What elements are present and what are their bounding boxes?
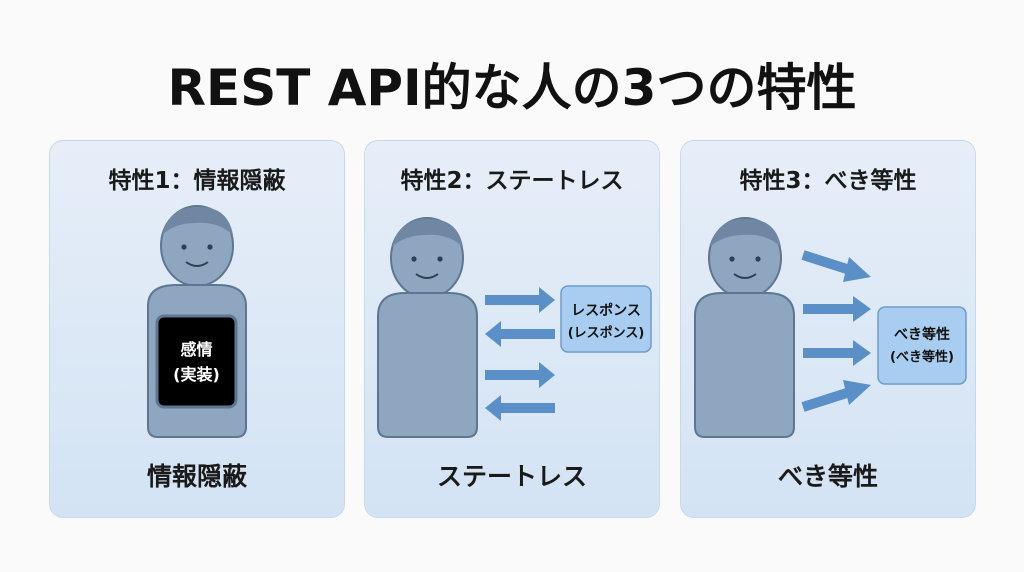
box-label-line1: レスポンス bbox=[571, 302, 641, 319]
box-label-line1: べき等性 bbox=[894, 326, 950, 343]
panel-caption: 情報隠蔽 bbox=[146, 462, 247, 491]
panel-idempotency: 特性3：べき等性 べき等性 (べき等性) べき等性 bbox=[680, 140, 976, 518]
box-label-line1: 感情 bbox=[180, 340, 212, 359]
left-arrow-icon bbox=[485, 321, 555, 347]
right-arrow-icon bbox=[485, 287, 555, 313]
diagram-stateless: レスポンス (レスポンス) bbox=[377, 217, 652, 438]
page-title: REST API的な人の3つの特性 bbox=[167, 59, 857, 117]
panel-caption: ステートレス bbox=[436, 462, 587, 491]
person-icon bbox=[694, 217, 795, 438]
person-icon bbox=[377, 217, 478, 438]
panel-information-hiding: 特性1：情報隠蔽 感情 (実装) 情報隠蔽 bbox=[49, 140, 345, 518]
panel-heading: 特性2：ステートレス bbox=[400, 168, 624, 194]
box-label-line2: (べき等性) bbox=[890, 349, 954, 365]
panel-heading: 特性1：情報隠蔽 bbox=[108, 168, 286, 194]
left-arrow-icon bbox=[485, 395, 555, 421]
response-box bbox=[560, 285, 652, 353]
arrow-icon bbox=[801, 250, 871, 282]
panel-caption: べき等性 bbox=[777, 462, 878, 491]
hidden-implementation-box bbox=[155, 314, 238, 409]
arrow-icon bbox=[803, 296, 871, 322]
box-label-line2: (実装) bbox=[173, 365, 220, 384]
panel-stateless: 特性2：ステートレス レスポンス (レスポンス) ステートレス bbox=[364, 140, 660, 518]
right-arrow-icon bbox=[485, 362, 555, 388]
arrow-icon bbox=[801, 380, 871, 412]
box-label-line2: (レスポンス) bbox=[568, 325, 645, 341]
panel-heading: 特性3：べき等性 bbox=[739, 168, 917, 194]
idempotency-box bbox=[877, 306, 967, 385]
diagram-idempotency: べき等性 (べき等性) bbox=[694, 217, 967, 438]
diagram-information-hiding: 感情 (実装) bbox=[147, 205, 247, 438]
arrow-icon bbox=[803, 340, 871, 366]
